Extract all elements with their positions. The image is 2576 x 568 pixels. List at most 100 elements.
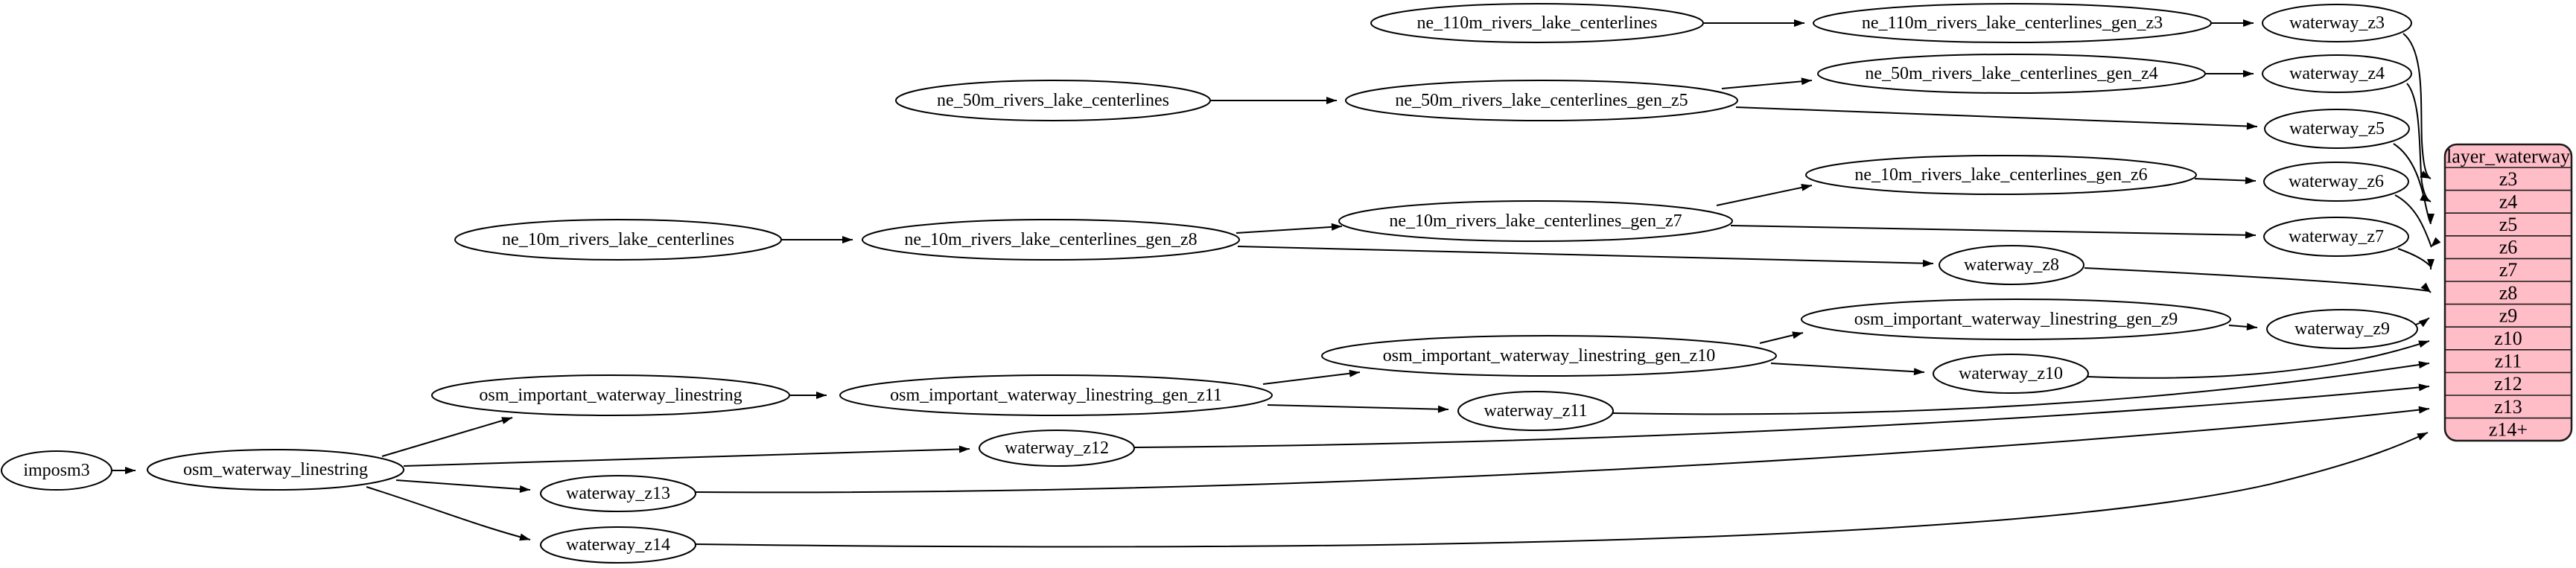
- node-osm_waterway_linestring: osm_waterway_linestring: [147, 449, 404, 491]
- node-waterway_z12: waterway_z12: [979, 430, 1135, 467]
- edge-waterway_z11-to-row_z11: [1612, 361, 2430, 415]
- edge-gen_z7-to-waterway_z7: [1730, 225, 2257, 239]
- table-row-z6: z6: [2499, 237, 2518, 258]
- node-ne_50m-label: ne_50m_rivers_lake_centerlines: [937, 91, 1169, 110]
- table-title: layer_waterway: [2446, 146, 2570, 167]
- edge-waterway_z8-to-row_z8: [2084, 267, 2432, 293]
- node-waterway_z4-label: waterway_z4: [2289, 64, 2385, 83]
- node-waterway_z5: waterway_z5: [2264, 109, 2410, 149]
- edge-gen_z5-to-waterway_z5: [1735, 106, 2258, 130]
- table-row-z12: z12: [2494, 373, 2522, 395]
- edge-waterway_z10-to-row_z10: [2087, 340, 2430, 379]
- edge-waterway_z13-to-row_z13: [693, 406, 2430, 494]
- table-row-z7: z7: [2499, 259, 2518, 281]
- node-waterway_z13-label: waterway_z13: [566, 484, 670, 503]
- node-gen_z7-label: ne_10m_rivers_lake_centerlines_gen_z7: [1389, 211, 1682, 231]
- node-osm_important_waterway_linestring-label: osm_important_waterway_linestring: [479, 386, 742, 405]
- node-waterway_z10: waterway_z10: [1933, 354, 2089, 394]
- node-ne_10m_rivers_lake_centerlines_gen_z6: ne_10m_rivers_lake_centerlines_gen_z6: [1805, 155, 2197, 195]
- node-ne_10m-label: ne_10m_rivers_lake_centerlines: [502, 230, 734, 249]
- node-gen_z11-label: osm_important_waterway_linestring_gen_z1…: [890, 386, 1222, 405]
- edge-waterway_z7-to-row_z7: [2397, 248, 2435, 269]
- edge-waterway_z12-to-row_z12: [1133, 383, 2430, 448]
- edge-osm_waterway_linestring-to-waterway_z13: [395, 479, 531, 493]
- edge-osm_waterway_linestring-to-waterway_z14: [366, 486, 531, 541]
- node-osm_important_waterway_linestring_gen_z9: osm_important_waterway_linestring_gen_z9: [1801, 299, 2231, 340]
- edge-gen_z5-to-gen_z4: [1721, 77, 1813, 89]
- node-waterway_z11: waterway_z11: [1457, 391, 1614, 431]
- node-gen_z6-label: ne_10m_rivers_lake_centerlines_gen_z6: [1854, 165, 2147, 185]
- node-osm_important_waterway_linestring_gen_z11: osm_important_waterway_linestring_gen_z1…: [839, 374, 1273, 416]
- table-row-z10: z10: [2494, 328, 2522, 349]
- edge-gen_z11-to-gen_z10: [1262, 369, 1361, 385]
- node-gen_z5-label: ne_50m_rivers_lake_centerlines_gen_z5: [1395, 91, 1688, 110]
- table-row-z3: z3: [2499, 168, 2518, 190]
- node-gen_z10-label: osm_important_waterway_linestring_gen_z1…: [1383, 346, 1716, 366]
- node-ne_110m_rivers_lake_centerlines_gen_z3: ne_110m_rivers_lake_centerlines_gen_z3: [1813, 3, 2212, 43]
- table-row-z4: z4: [2499, 191, 2518, 212]
- node-ne_10m_rivers_lake_centerlines_gen_z8: ne_10m_rivers_lake_centerlines_gen_z8: [862, 219, 1240, 261]
- node-ne_50m_rivers_lake_centerlines_gen_z4: ne_50m_rivers_lake_centerlines_gen_z4: [1817, 54, 2206, 94]
- node-waterway_z6-label: waterway_z6: [2289, 172, 2384, 191]
- node-waterway_z12-label: waterway_z12: [1005, 438, 1109, 458]
- node-osm_important_waterway_linestring_gen_z10: osm_important_waterway_linestring_gen_z1…: [1321, 335, 1777, 377]
- edge-gen_z10-to-gen_z9: [1759, 331, 1804, 344]
- edge-waterway_z14-to-row_z14plus: [693, 432, 2429, 548]
- edge-gen_z11-to-waterway_z11: [1267, 404, 1449, 413]
- node-waterway_z10-label: waterway_z10: [1959, 364, 2063, 383]
- table-layer-waterway: layer_waterway z3 z4 z5 z6 z7 z8 z9 z10 …: [2443, 143, 2573, 442]
- node-gen_z3-label: ne_110m_rivers_lake_centerlines_gen_z3: [1862, 13, 2163, 33]
- node-waterway_z8-label: waterway_z8: [1964, 255, 2059, 275]
- node-osm_important_waterway_linestring: osm_important_waterway_linestring: [431, 374, 790, 416]
- edge-gen_z7-to-gen_z6: [1716, 183, 1813, 206]
- edge-waterway_z3-to-row_z3: [2402, 33, 2432, 179]
- node-ne_50m_rivers_lake_centerlines_gen_z5: ne_50m_rivers_lake_centerlines_gen_z5: [1345, 80, 1738, 121]
- edge-gen_z8-to-waterway_z8: [1237, 246, 1934, 267]
- node-gen_z9-label: osm_important_waterway_linestring_gen_z9: [1854, 310, 2178, 329]
- table-row-z8: z8: [2499, 282, 2518, 304]
- node-waterway_z7-label: waterway_z7: [2289, 227, 2384, 246]
- edge-waterway_z6-to-row_z6: [2394, 194, 2441, 248]
- table-row-z14plus: z14+: [2489, 418, 2528, 440]
- edges: [112, 19, 2441, 548]
- node-ne_10m_rivers_lake_centerlines_gen_z7: ne_10m_rivers_lake_centerlines_gen_z7: [1338, 200, 1733, 242]
- node-ne_50m_rivers_lake_centerlines: ne_50m_rivers_lake_centerlines: [895, 80, 1211, 121]
- node-waterway_z5-label: waterway_z5: [2289, 119, 2385, 138]
- node-gen_z4-label: ne_50m_rivers_lake_centerlines_gen_z4: [1865, 64, 2157, 83]
- table-row-z13: z13: [2494, 396, 2522, 418]
- node-waterway_z13: waterway_z13: [540, 475, 696, 512]
- node-ne_10m_rivers_lake_centerlines: ne_10m_rivers_lake_centerlines: [454, 219, 782, 261]
- node-waterway_z11-label: waterway_z11: [1483, 401, 1587, 421]
- table-background: [2443, 143, 2573, 442]
- node-waterway_z3-label: waterway_z3: [2289, 13, 2385, 33]
- edge-waterway_z4-to-row_z4: [2406, 83, 2432, 202]
- table-row-z5: z5: [2499, 214, 2518, 235]
- node-waterway_z14-label: waterway_z14: [566, 535, 670, 555]
- nodes: imposm3 osm_waterway_linestring osm_impo…: [1, 3, 2418, 564]
- edge-gen_z8-to-gen_z7: [1235, 223, 1343, 234]
- edge-osm_waterway_linestring-to-waterway_z12: [403, 445, 970, 467]
- node-ne_110m-label: ne_110m_rivers_lake_centerlines: [1417, 13, 1658, 33]
- node-waterway_z7: waterway_z7: [2263, 217, 2409, 257]
- table-row-z9: z9: [2499, 304, 2518, 326]
- node-waterway_z4: waterway_z4: [2262, 54, 2412, 93]
- edge-waterway_z5-to-row_z5: [2393, 143, 2435, 225]
- node-waterway_z9-label: waterway_z9: [2294, 319, 2390, 339]
- node-imposm3: imposm3: [1, 450, 112, 491]
- node-waterway_z3: waterway_z3: [2262, 4, 2412, 42]
- edge-gen_z6-to-waterway_z6: [2194, 176, 2257, 185]
- node-waterway_z6: waterway_z6: [2263, 162, 2409, 202]
- table-row-z11: z11: [2495, 351, 2522, 372]
- node-waterway_z9: waterway_z9: [2266, 309, 2418, 349]
- node-waterway_z8: waterway_z8: [1939, 245, 2084, 285]
- node-gen_z8-label: ne_10m_rivers_lake_centerlines_gen_z8: [904, 230, 1197, 249]
- node-ne_110m_rivers_lake_centerlines: ne_110m_rivers_lake_centerlines: [1370, 3, 1704, 43]
- edge-osm_waterway_linestring-to-osm_important_waterway_linestring: [381, 417, 513, 457]
- edge-waterway_z9-to-row_z9: [2415, 317, 2430, 328]
- edge-gen_z9-to-waterway_z9: [2228, 322, 2258, 331]
- node-imposm3-label: imposm3: [23, 461, 89, 480]
- node-waterway_z14: waterway_z14: [540, 526, 696, 564]
- edge-gen_z10-to-waterway_z10: [1770, 363, 1925, 376]
